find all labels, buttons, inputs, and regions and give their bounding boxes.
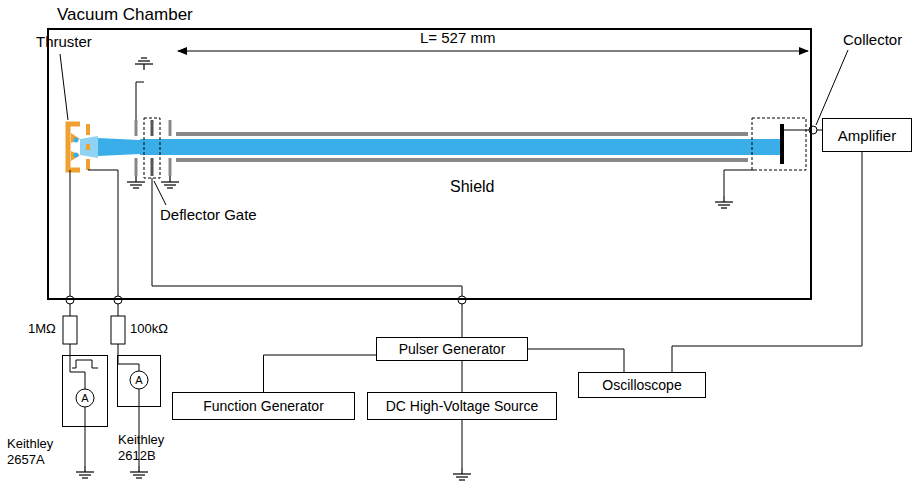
leader-line — [154, 181, 166, 205]
signal-wire — [672, 152, 862, 372]
ammeter-symbol: A — [135, 375, 142, 386]
dimension-label: L= 527 mm — [420, 29, 495, 46]
instrument-name: Keithley 2612B — [118, 432, 174, 463]
gate-wire — [152, 178, 462, 338]
box-label: Amplifier — [838, 127, 896, 144]
signal-wire — [264, 355, 377, 392]
box-label: Function Generator — [203, 398, 324, 414]
leader-line — [816, 50, 848, 125]
part-label: Deflector Gate — [160, 206, 257, 223]
instrument-box: Pulser Generator — [376, 337, 528, 361]
vacuum-chamber: Vacuum Chamber — [47, 28, 812, 300]
part-label: Thruster — [36, 33, 92, 50]
part-label: Shield — [450, 178, 494, 196]
box-label: Pulser Generator — [399, 341, 506, 357]
part-label: Collector — [843, 31, 902, 48]
resistor-value: 1MΩ — [28, 321, 56, 336]
instrument-box: DC High-Voltage Source — [367, 392, 557, 420]
deflector-gate — [127, 58, 179, 188]
instrument-box: Oscilloscope — [578, 372, 706, 398]
resistor-value: 100kΩ — [130, 321, 168, 336]
instrument-box: Amplifier — [822, 118, 912, 152]
thruster-symbol — [68, 124, 88, 170]
shield — [176, 134, 748, 160]
bias-wires — [63, 170, 148, 466]
feedthrough — [66, 126, 817, 304]
signal-wire — [462, 361, 463, 392]
box-label: Oscilloscope — [602, 377, 681, 393]
collector — [715, 118, 810, 208]
source-meter: Keithley 2657A — [62, 355, 108, 427]
ion-beam — [80, 136, 780, 158]
instrument-box: Function Generator — [172, 392, 355, 420]
ammeter-symbol: A — [81, 393, 88, 404]
chamber-title: Vacuum Chamber — [57, 5, 193, 25]
ground-wire — [462, 420, 463, 468]
box-label: DC High-Voltage Source — [386, 398, 539, 414]
instrument-name: Keithley 2657A — [7, 436, 63, 467]
signal-wire — [528, 349, 624, 372]
leader-line — [60, 54, 68, 120]
dimension-arrow — [178, 50, 808, 51]
